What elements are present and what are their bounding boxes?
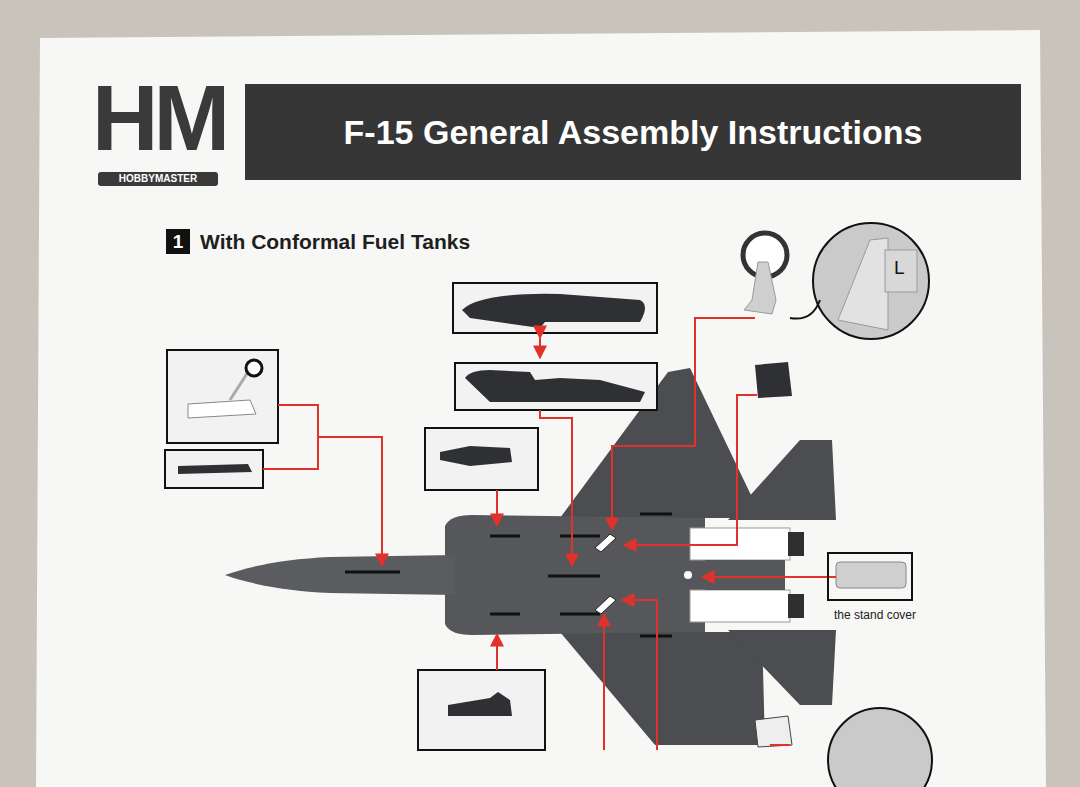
detail-circle: L	[812, 222, 930, 340]
logo-mark: HM	[92, 72, 225, 164]
paper-sheet	[36, 30, 1046, 787]
node-text: the stand cover	[820, 608, 930, 622]
node-text: 1	[173, 232, 184, 251]
logo-name: HOBBYMASTER	[98, 172, 218, 186]
node-text: L	[894, 258, 928, 277]
title-band-text: F-15 General Assembly Instructions	[245, 84, 1021, 180]
step-heading: With Conformal Fuel Tanks	[200, 229, 470, 255]
leader-lines	[263, 318, 836, 750]
part-images	[178, 223, 932, 787]
title: F-15 General Assembly Instructions	[344, 113, 923, 152]
part-boxes	[165, 283, 657, 750]
stand-cover-frame	[827, 552, 913, 601]
step-number: 1	[166, 229, 190, 254]
stand-cover-box: the stand cover	[820, 550, 930, 628]
title-band	[245, 84, 1021, 180]
